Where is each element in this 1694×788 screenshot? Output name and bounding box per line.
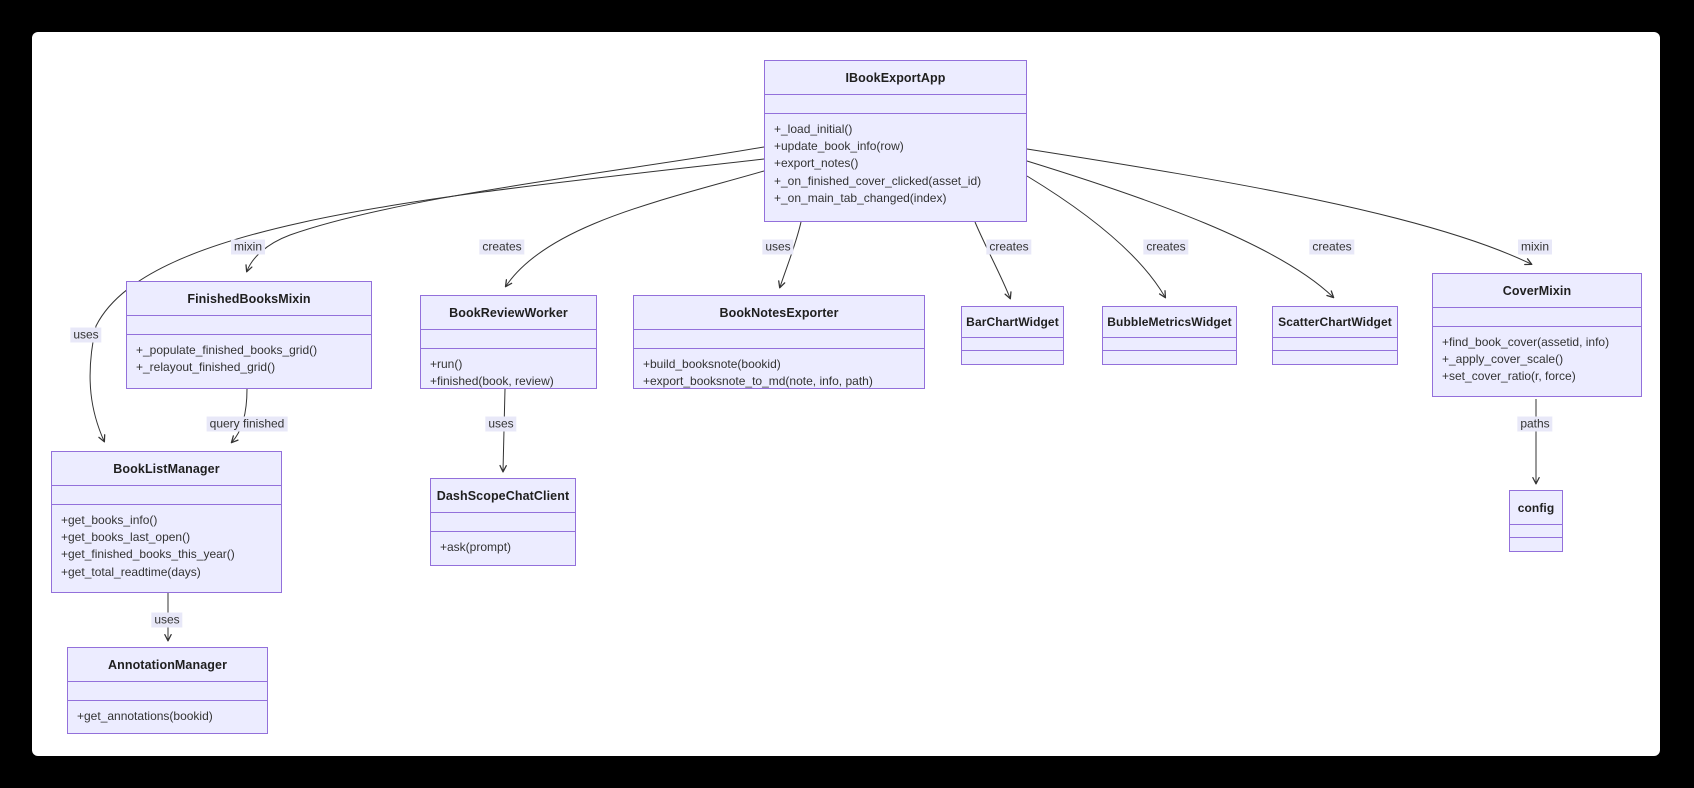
class-title: BookListManager bbox=[52, 452, 281, 486]
class-method: +_apply_cover_scale() bbox=[1442, 352, 1564, 367]
class-barchartwidget: BarChartWidget bbox=[961, 306, 1064, 365]
edge-label-uses-dashscope: uses bbox=[485, 416, 517, 432]
class-method: +get_books_info() bbox=[61, 513, 158, 527]
class-title: BubbleMetricsWidget bbox=[1103, 307, 1236, 338]
class-title: CoverMixin bbox=[1433, 274, 1641, 308]
class-attributes-empty bbox=[1510, 525, 1562, 538]
class-methods: +get_annotations(bookid) bbox=[68, 701, 267, 733]
class-title: ScatterChartWidget bbox=[1273, 307, 1397, 338]
class-method: +finished(book, review) bbox=[430, 374, 554, 388]
class-attributes-empty bbox=[962, 338, 1063, 351]
class-covermixin: CoverMixin +find_book_cover(assetid, inf… bbox=[1432, 273, 1642, 397]
class-attributes-empty bbox=[421, 330, 596, 349]
class-booknotesexporter: BookNotesExporter +build_booksnote(booki… bbox=[633, 295, 925, 389]
edge-label-mixin-left: mixin bbox=[230, 239, 266, 255]
class-title: BookNotesExporter bbox=[634, 296, 924, 330]
class-methods: +run() +finished(book, review) bbox=[421, 349, 596, 388]
class-title: BookReviewWorker bbox=[421, 296, 596, 330]
class-method: +update_book_info(row) bbox=[774, 139, 904, 154]
class-booklistmanager: BookListManager +get_books_info() +get_b… bbox=[51, 451, 282, 593]
class-method: +build_booksnote(bookid) bbox=[643, 357, 781, 371]
class-attributes-empty bbox=[1273, 338, 1397, 351]
edge-label-query-finished: query finished bbox=[206, 416, 288, 432]
class-methods: +ask(prompt) bbox=[431, 532, 575, 565]
class-methods: +_load_initial() +update_book_info(row) … bbox=[765, 114, 1026, 221]
class-method: +get_books_last_open() bbox=[61, 530, 191, 545]
class-method: +_load_initial() bbox=[774, 122, 853, 136]
class-method: +export_notes() bbox=[774, 156, 859, 171]
class-title: DashScopeChatClient bbox=[431, 479, 575, 513]
class-config: config bbox=[1509, 490, 1563, 552]
class-title: IBookExportApp bbox=[765, 61, 1026, 95]
class-method: +_populate_finished_books_grid() bbox=[136, 343, 318, 357]
class-attributes-empty bbox=[52, 486, 281, 505]
class-title: BarChartWidget bbox=[962, 307, 1063, 338]
class-bubblemetricswidget: BubbleMetricsWidget bbox=[1102, 306, 1237, 365]
class-dashscopechatclient: DashScopeChatClient +ask(prompt) bbox=[430, 478, 576, 566]
class-scatterchartwidget: ScatterChartWidget bbox=[1272, 306, 1398, 365]
class-method: +_on_main_tab_changed(index) bbox=[774, 190, 947, 205]
class-methods: +build_booksnote(bookid) +export_booksno… bbox=[634, 349, 924, 388]
edge-label-uses-booklistmanager: uses bbox=[70, 327, 102, 343]
class-method: +_relayout_finished_grid() bbox=[136, 360, 276, 375]
class-method: +get_annotations(bookid) bbox=[77, 709, 213, 723]
edge-label-uses-notesexporter: uses bbox=[762, 239, 794, 255]
edge-label-creates-barchart: creates bbox=[986, 239, 1032, 255]
class-method: +export_booksnote_to_md(note, info, path… bbox=[643, 374, 873, 388]
class-methods: +get_books_info() +get_books_last_open()… bbox=[52, 505, 281, 592]
edge-label-creates-reviewworker: creates bbox=[479, 239, 525, 255]
class-methods-empty bbox=[962, 351, 1063, 364]
edge-label-creates-scatterchart: creates bbox=[1309, 239, 1355, 255]
class-method: +ask(prompt) bbox=[440, 540, 512, 554]
edge-label-creates-bubblemetrics: creates bbox=[1143, 239, 1189, 255]
class-attributes-empty bbox=[1103, 338, 1236, 351]
class-method: +set_cover_ratio(r, force) bbox=[1442, 369, 1576, 384]
class-attributes-empty bbox=[634, 330, 924, 349]
class-attributes-empty bbox=[765, 95, 1026, 114]
class-bookreviewworker: BookReviewWorker +run() +finished(book, … bbox=[420, 295, 597, 389]
class-ibookexportapp: IBookExportApp +_load_initial() +update_… bbox=[764, 60, 1027, 222]
class-attributes-empty bbox=[127, 316, 371, 335]
class-attributes-empty bbox=[1433, 308, 1641, 327]
class-finishedbooksmixin: FinishedBooksMixin +_populate_finished_b… bbox=[126, 281, 372, 389]
class-attributes-empty bbox=[431, 513, 575, 532]
class-attributes-empty bbox=[68, 682, 267, 701]
class-method: +run() bbox=[430, 357, 463, 371]
class-methods: +_populate_finished_books_grid() +_relay… bbox=[127, 335, 371, 388]
edge-label-uses-annotationmanager: uses bbox=[151, 612, 183, 628]
class-methods-empty bbox=[1273, 351, 1397, 364]
class-title: FinishedBooksMixin bbox=[127, 282, 371, 316]
edge-label-paths: paths bbox=[1517, 416, 1553, 432]
class-methods-empty bbox=[1510, 538, 1562, 551]
class-title: AnnotationManager bbox=[68, 648, 267, 682]
class-title: config bbox=[1510, 491, 1562, 525]
edge-label-mixin-right: mixin bbox=[1517, 239, 1553, 255]
class-method: +find_book_cover(assetid, info) bbox=[1442, 335, 1610, 349]
class-method: +get_total_readtime(days) bbox=[61, 564, 201, 579]
class-methods-empty bbox=[1103, 351, 1236, 364]
class-method: +_on_finished_cover_clicked(asset_id) bbox=[774, 173, 982, 188]
class-methods: +find_book_cover(assetid, info) +_apply_… bbox=[1433, 327, 1641, 396]
class-annotationmanager: AnnotationManager +get_annotations(booki… bbox=[67, 647, 268, 734]
class-method: +get_finished_books_this_year() bbox=[61, 547, 235, 562]
